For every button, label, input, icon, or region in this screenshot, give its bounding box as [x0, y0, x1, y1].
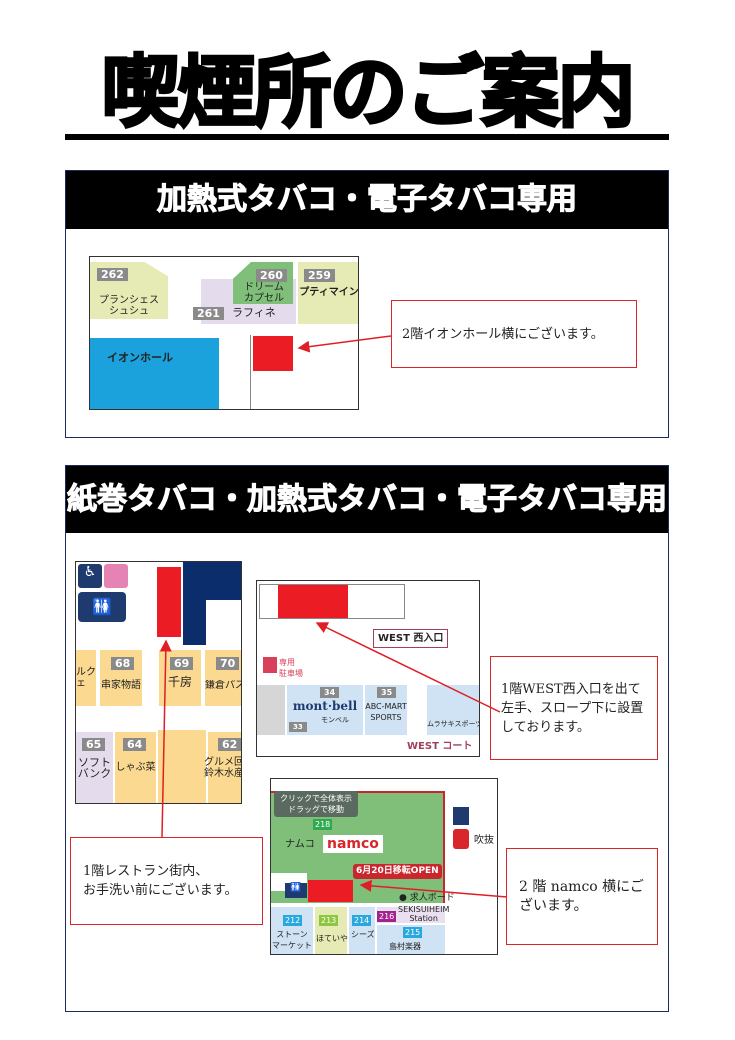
- shop-name: 串家物語: [101, 680, 141, 691]
- aeon-hall: [90, 338, 219, 409]
- accessible-parking-icon: [263, 657, 277, 673]
- shop-213: [315, 907, 347, 954]
- shop-number: 69: [170, 657, 194, 670]
- shop-name: ムラサキスポーツ: [427, 720, 480, 728]
- map-west-entrance: WEST 西入口 専用 駐車場 34 mont·bell モンベル 33 35 …: [256, 580, 480, 757]
- shop-number: 218: [313, 819, 333, 830]
- shop-number: 259: [304, 269, 335, 282]
- shop-name: グルメ回転寿 鈴木水産: [204, 757, 242, 779]
- map-restaurant: ♿ 🚻 ルク ェ 68 串家物語 69 千房 70 鎌倉パスタ 65 ソフト バ…: [75, 561, 242, 804]
- shop-name: しゃぶ菜: [115, 762, 156, 773]
- shop-number: 34: [320, 687, 340, 698]
- shop-name: 島村楽器: [389, 942, 421, 951]
- shop-number: 262: [97, 268, 128, 281]
- shop-212: [271, 907, 313, 954]
- shop-name: プランシェス シュシュ: [99, 295, 159, 317]
- shop-name: ルク ェ: [76, 667, 96, 689]
- callout-west: 1階WEST西入口を出て左手、スロープ下に設置しております。: [490, 656, 658, 760]
- smoking-area-marker: [157, 567, 181, 637]
- smoking-area-marker: [308, 880, 353, 902]
- west-entrance-sign: WEST 西入口: [373, 629, 449, 648]
- shop-number: 68: [111, 657, 135, 670]
- baby-bottle-icon: [104, 564, 128, 588]
- shop-name: モンベル: [321, 716, 349, 724]
- section-header: 加熱式タバコ・電子タバコ専用: [66, 171, 668, 229]
- shop-number: 62: [218, 738, 241, 751]
- court-label: WEST コート: [407, 741, 473, 752]
- map-namco: クリックで全体表示 ドラッグで移動 218 ナムコ namco 6月20日移転O…: [270, 778, 498, 955]
- atrium-label: 吹抜: [474, 835, 494, 846]
- shop-name: mont·bell: [292, 699, 358, 713]
- section-header: 紙巻タバコ・加熱式タバコ・電子タバコ専用: [66, 466, 668, 533]
- shop-name: ストーン マーケット: [272, 930, 312, 950]
- shop-number: 261: [193, 307, 224, 320]
- shop-name: 鎌倉パスタ: [205, 680, 241, 691]
- callout-namco: 2 階 namco 横にございます。: [506, 848, 658, 945]
- relocation-banner: 6月20日移転OPEN: [353, 864, 442, 879]
- section-heated-tobacco: 加熱式タバコ・電子タバコ専用: [65, 170, 669, 438]
- parking-label: 専用 駐車場: [279, 658, 303, 678]
- shop-name: ソフト バンク: [77, 756, 112, 780]
- shop-name: SEKISUIHEIM Station: [398, 905, 450, 923]
- shop-63: [158, 730, 206, 803]
- wall-gap: [206, 600, 241, 645]
- shop-name: プティマイン: [299, 287, 359, 298]
- shop-name: 千房: [167, 675, 192, 689]
- accessible-icon: ♿: [78, 564, 102, 588]
- shop-name: ほていや: [316, 934, 348, 943]
- shop-name: ABC-MART SPORTS: [365, 702, 407, 722]
- shop-214: [349, 907, 375, 954]
- section-all-tobacco: 紙巻タバコ・加熱式タバコ・電子タバコ専用: [65, 465, 669, 1012]
- smoking-area-marker: [278, 585, 348, 618]
- shop-name: ラフィネ: [232, 306, 276, 319]
- restroom-icon: 🚻: [285, 883, 307, 898]
- smoking-enclosure: [259, 584, 405, 619]
- shop-name: ドリーム カプセル: [244, 282, 284, 304]
- shop-number: 214: [352, 915, 372, 926]
- shop-name: シーズ: [351, 930, 375, 939]
- shop-number: 65: [82, 738, 106, 751]
- shop-number: 260: [256, 269, 287, 282]
- shop-number: 212: [283, 915, 303, 926]
- shop-number: 35: [377, 687, 397, 698]
- page-title: 喫煙所のご案内: [100, 47, 637, 140]
- shop-number: 64: [123, 738, 147, 751]
- escalator-icon: [453, 807, 469, 825]
- shop-number: 70: [216, 657, 240, 670]
- map-tooltip[interactable]: クリックで全体表示 ドラッグで移動: [274, 791, 358, 817]
- map-aeon-hall: 262 プランシェス シュシュ 260 ドリーム カプセル 259 プティマイン…: [89, 256, 359, 410]
- shop-grey: [257, 685, 285, 735]
- title-underline: [65, 134, 669, 140]
- smoking-area-marker: [253, 336, 293, 371]
- shop-number: 215: [403, 927, 423, 938]
- job-board-label: ● 求人ボード: [399, 893, 455, 903]
- shop-name: ナムコ: [285, 839, 315, 850]
- namco-logo: namco: [323, 835, 383, 853]
- shop-name: イオンホール: [107, 351, 173, 364]
- aed-icon: [453, 829, 469, 849]
- shop-partial: [76, 650, 96, 706]
- shop-number: 216: [377, 911, 397, 922]
- restroom-icon: 🚻: [78, 592, 126, 622]
- shop-number: 213: [319, 915, 339, 926]
- callout-aeon-hall: 2階イオンホール横にございます。: [391, 300, 637, 368]
- callout-restaurant: 1階レストラン街内、 お手洗い前にございます。: [70, 837, 263, 925]
- wall: [250, 335, 251, 409]
- shop-number: 33: [289, 722, 307, 732]
